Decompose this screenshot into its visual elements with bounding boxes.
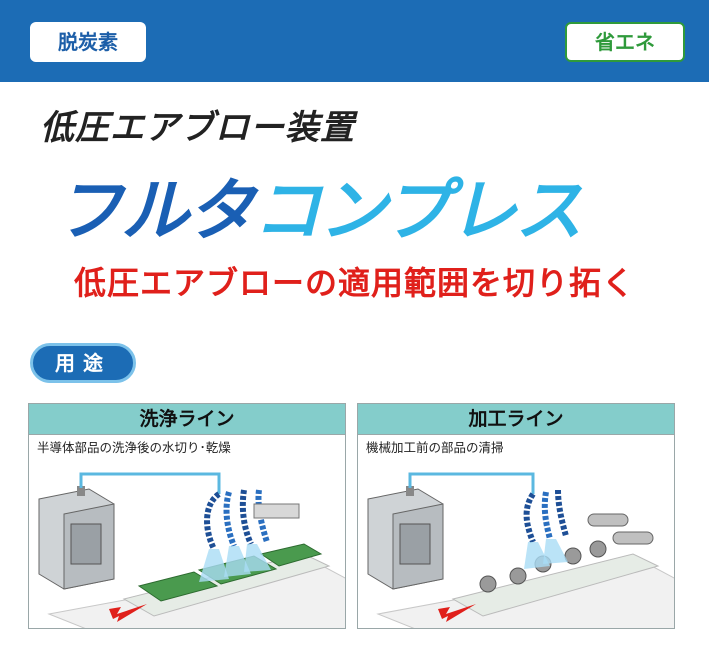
nozzle-arm <box>523 492 536 544</box>
brand-logo-part1: フルタ <box>55 172 255 251</box>
panel-title: 加工ライン <box>358 404 674 435</box>
tagline: 低圧エアブローの適用範囲を切り拓く <box>73 264 635 302</box>
blower-outlet <box>77 486 85 496</box>
flow-direction-arrow <box>438 604 476 622</box>
air-spray <box>199 549 229 582</box>
nozzle-arm <box>223 491 237 548</box>
flow-direction-arrow <box>109 604 147 622</box>
conveyor-belt <box>451 553 660 617</box>
panel-description: 半導体部品の洗浄後の水切り･乾燥 <box>37 440 231 455</box>
machined-part <box>564 547 582 565</box>
nozzle-arm <box>555 489 569 537</box>
blower-vent <box>399 523 431 565</box>
air-hose <box>408 472 535 494</box>
cleaning-line-panel: 洗浄ライン 半導体部品の洗浄後の水切り･乾燥 <box>28 403 346 629</box>
machined-part <box>589 540 607 558</box>
air-spray <box>224 546 251 577</box>
decarbonization-tag: 脱炭素 <box>30 22 146 62</box>
panel-description: 機械加工前の部品の清掃 <box>366 440 504 455</box>
brand-logo: フルタコンプレス <box>55 155 655 251</box>
machining-line-panel: 加工ライン 機械加工前の部品の清掃 <box>357 403 675 629</box>
cleaning-line-illustration <box>38 472 345 628</box>
nozzle-arm <box>204 491 221 551</box>
machining-line-illustration <box>367 472 674 628</box>
pcb-board <box>259 543 323 567</box>
pcb-board <box>137 571 219 602</box>
panel-title: 洗浄ライン <box>29 404 345 435</box>
usage-label: 用途 <box>30 343 136 383</box>
nozzle-arm <box>541 491 553 540</box>
machined-part <box>479 575 497 593</box>
air-spray <box>543 539 568 564</box>
shaft-part <box>587 513 629 527</box>
blower-outlet <box>406 486 414 496</box>
brand-logo-part2: コンプレス <box>253 172 583 251</box>
product-subtitle: 低圧エアブロー装置 <box>40 108 355 148</box>
manifold <box>253 503 300 519</box>
blower-vent <box>70 523 102 565</box>
air-spray <box>244 544 271 572</box>
shaft-part <box>612 531 654 545</box>
nozzle-arm <box>239 489 254 546</box>
energy-saving-tag: 省エネ <box>565 22 685 62</box>
machined-part <box>509 567 527 585</box>
header-bar: 脱炭素 省エネ <box>0 0 709 82</box>
air-hose <box>79 472 221 494</box>
